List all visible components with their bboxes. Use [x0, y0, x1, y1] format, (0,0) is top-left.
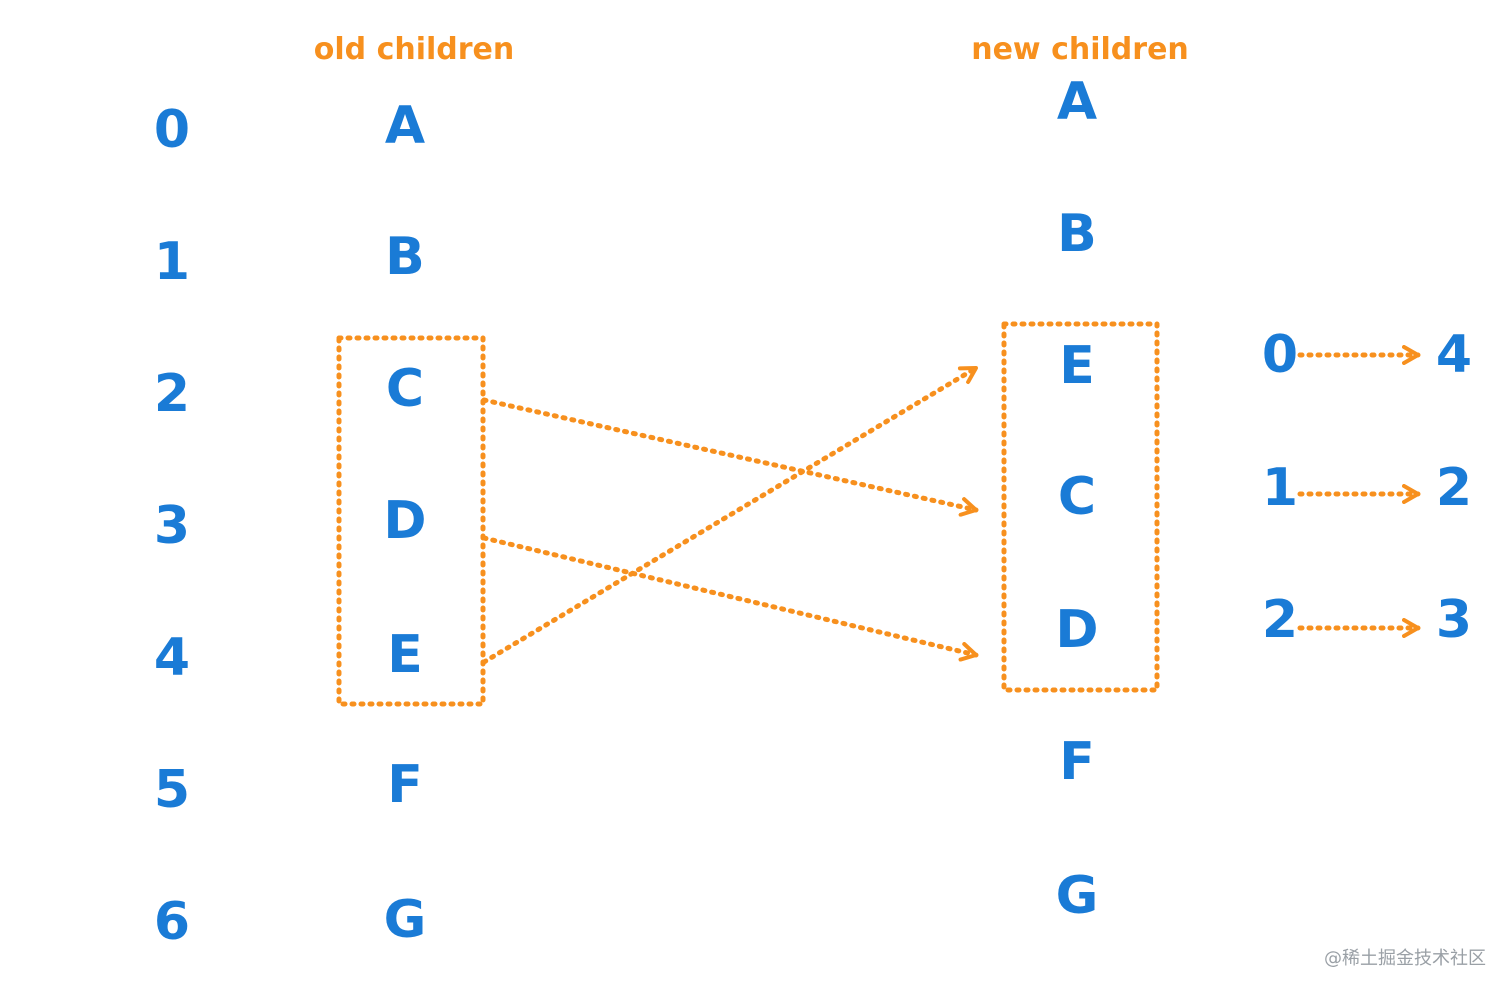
old-moved-group-box — [336, 335, 486, 707]
mapping-to: 3 — [1435, 590, 1473, 650]
old-child-node: F — [387, 755, 423, 815]
old-child-node: G — [383, 890, 427, 950]
new-child-node: A — [1056, 72, 1098, 132]
new-children-header: new children — [971, 32, 1189, 67]
watermark: @稀土掘金技术社区 — [1324, 948, 1486, 969]
mapping-to: 2 — [1435, 458, 1473, 518]
old-child-node: C — [385, 359, 425, 419]
arrow-old-e-to-new-e — [481, 365, 979, 665]
arrow-old-d-to-new-d — [481, 535, 979, 662]
old-child-node: B — [385, 227, 425, 287]
new-child-node: B — [1057, 204, 1097, 264]
new-moved-group-box — [1001, 321, 1160, 693]
old-child-node: A — [384, 96, 426, 156]
old-children-header: old children — [313, 32, 515, 67]
mapping-from: 1 — [1261, 458, 1299, 518]
index-label: 2 — [153, 364, 191, 424]
new-child-node: F — [1059, 732, 1095, 792]
index-label: 5 — [153, 760, 191, 820]
index-label: 3 — [153, 496, 191, 556]
old-child-node: D — [383, 491, 427, 551]
index-label: 1 — [153, 232, 191, 292]
old-child-node: E — [387, 625, 423, 685]
new-child-node: C — [1057, 467, 1097, 527]
new-child-node: G — [1055, 866, 1099, 926]
new-child-node: E — [1059, 336, 1095, 396]
index-label: 6 — [153, 892, 191, 952]
new-child-node: D — [1055, 600, 1099, 660]
mapping-from: 2 — [1261, 590, 1299, 650]
arrow-old-c-to-new-c — [481, 397, 979, 517]
mapping-to: 4 — [1435, 325, 1473, 385]
mapping-from: 0 — [1261, 325, 1299, 385]
index-label: 4 — [153, 628, 191, 688]
index-label: 0 — [153, 100, 191, 160]
